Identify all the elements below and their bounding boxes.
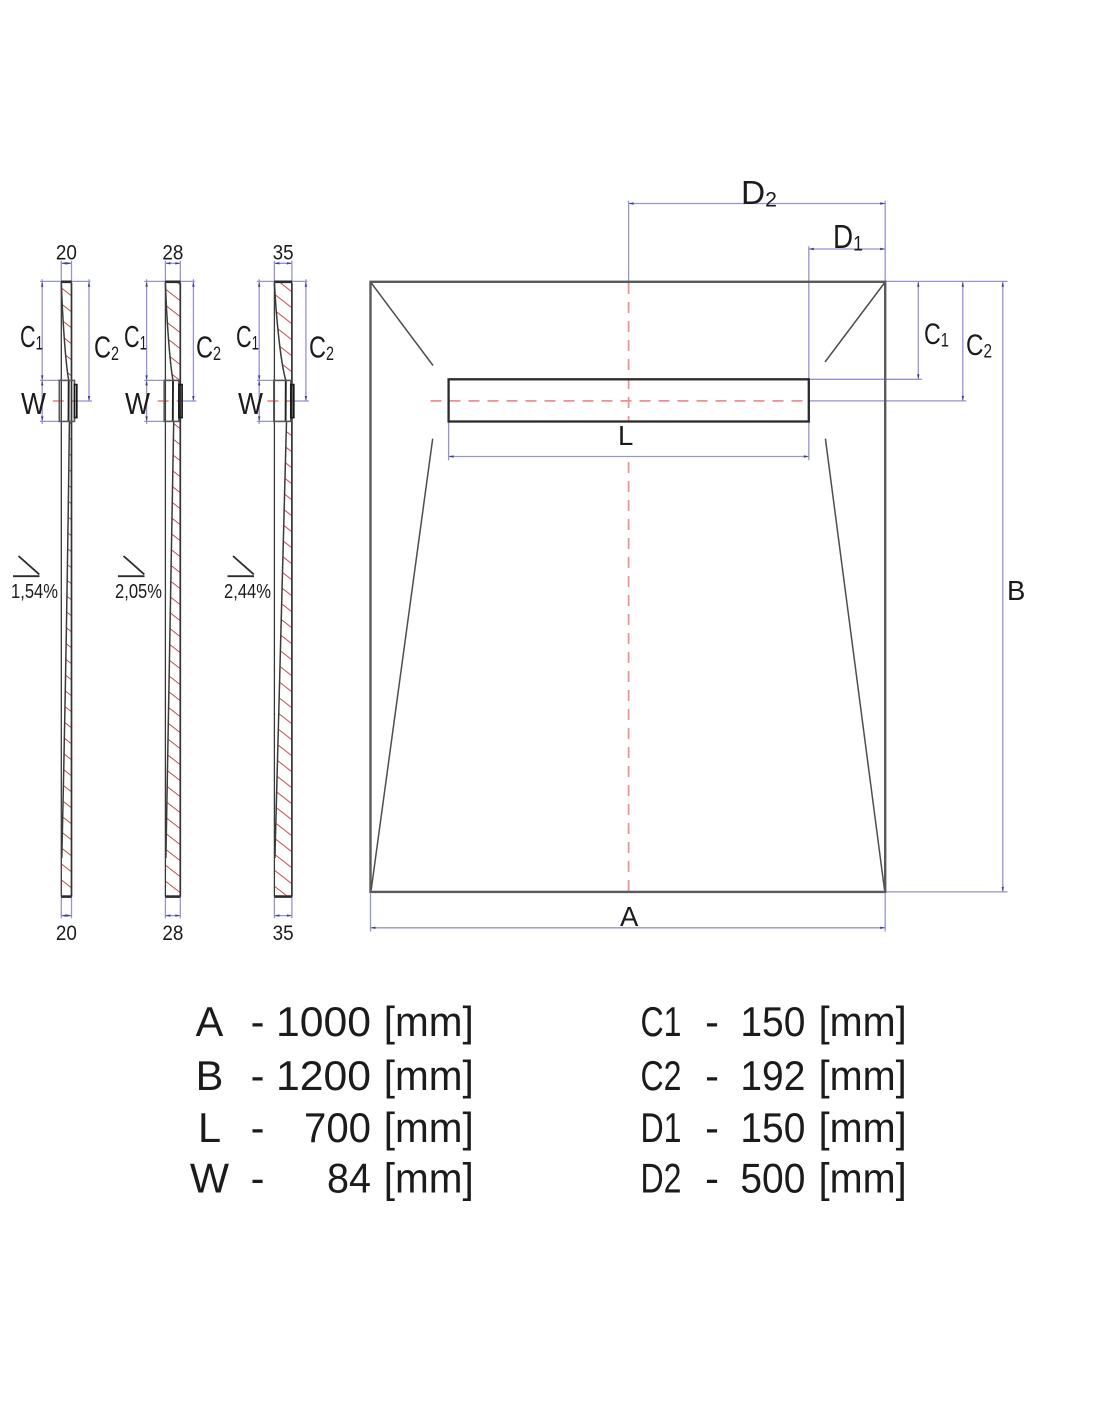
- svg-text:20: 20: [56, 240, 77, 264]
- svg-text:192: 192: [740, 1052, 805, 1099]
- svg-text:28: 28: [162, 921, 183, 945]
- svg-text:C2: C2: [641, 1052, 682, 1099]
- svg-text:[mm]: [mm]: [384, 1155, 474, 1202]
- svg-text:B: B: [196, 1052, 224, 1099]
- svg-text:150: 150: [740, 998, 805, 1045]
- svg-text:500: 500: [740, 1155, 805, 1202]
- svg-text:35: 35: [273, 240, 294, 264]
- svg-text:L: L: [198, 1104, 221, 1151]
- svg-text:A: A: [196, 998, 224, 1045]
- svg-text:[mm]: [mm]: [384, 998, 474, 1045]
- svg-text:-: -: [705, 1104, 719, 1151]
- svg-text:2,05%: 2,05%: [115, 581, 162, 603]
- svg-text:84: 84: [327, 1155, 371, 1202]
- svg-text:-: -: [251, 1052, 265, 1099]
- svg-text:[mm]: [mm]: [819, 1155, 907, 1202]
- svg-text:[mm]: [mm]: [384, 1104, 474, 1151]
- svg-text:W: W: [238, 386, 264, 421]
- svg-text:W: W: [125, 386, 151, 421]
- svg-text:-: -: [251, 998, 265, 1045]
- svg-text:-: -: [705, 1155, 719, 1202]
- svg-text:35: 35: [273, 921, 294, 945]
- svg-text:1000: 1000: [276, 998, 371, 1045]
- svg-text:[mm]: [mm]: [819, 998, 907, 1045]
- svg-text:[mm]: [mm]: [819, 1052, 907, 1099]
- svg-text:2,44%: 2,44%: [224, 581, 271, 603]
- svg-text:C1: C1: [641, 998, 682, 1045]
- svg-text:A: A: [620, 901, 639, 932]
- svg-text:1200: 1200: [276, 1052, 371, 1099]
- svg-text:D2: D2: [641, 1155, 682, 1202]
- svg-text:C2: C2: [196, 330, 221, 366]
- svg-text:20: 20: [56, 921, 77, 945]
- svg-text:[mm]: [mm]: [819, 1104, 907, 1151]
- svg-text:-: -: [251, 1104, 265, 1151]
- svg-text:W: W: [21, 386, 47, 421]
- svg-text:150: 150: [740, 1104, 805, 1151]
- svg-text:-: -: [705, 1052, 719, 1099]
- svg-text:D1: D1: [641, 1104, 682, 1151]
- svg-text:[mm]: [mm]: [384, 1052, 474, 1099]
- svg-text:W: W: [190, 1155, 230, 1202]
- svg-text:700: 700: [304, 1104, 371, 1151]
- svg-text:28: 28: [162, 240, 183, 264]
- svg-text:-: -: [705, 998, 719, 1045]
- svg-text:B: B: [1007, 575, 1025, 606]
- svg-text:1,54%: 1,54%: [11, 581, 58, 603]
- svg-text:-: -: [251, 1155, 265, 1202]
- svg-text:L: L: [618, 420, 633, 451]
